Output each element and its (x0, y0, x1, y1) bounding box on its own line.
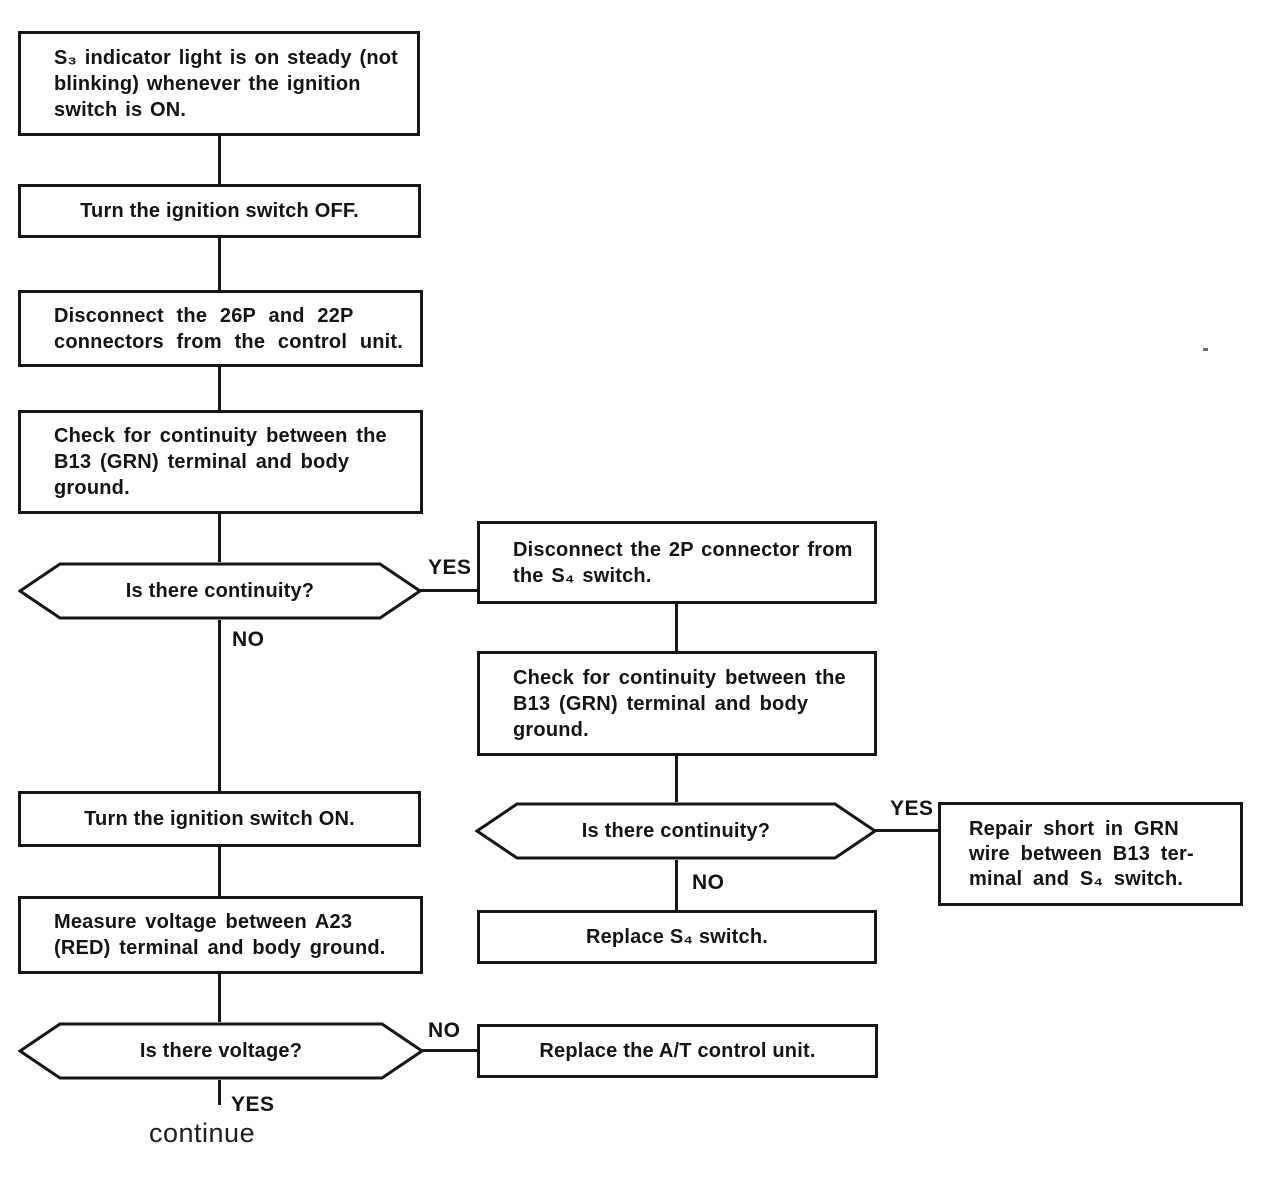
branch-label-yes-3: YES (231, 1093, 275, 1116)
connector-start-to-ignition-off (218, 136, 221, 184)
connector-decision1-no-to-ignition-on (218, 620, 221, 791)
connector-decision3-yes-to-continue (218, 1080, 221, 1105)
decision-is-there-voltage: Is there voltage? (18, 1022, 424, 1080)
decision-label: Is there continuity? (125, 579, 315, 602)
branch-label-no-3: NO (428, 1019, 461, 1042)
connector-decision2-yes-to-repair (875, 829, 938, 832)
connector-ignition-on-to-measure (218, 847, 221, 896)
connector-disconnect-to-check1 (218, 367, 221, 410)
branch-label-yes-1: YES (428, 556, 472, 579)
process-box-measure-voltage: Measure voltage between A23 (RED) termin… (18, 896, 423, 974)
branch-label-no-2: NO (692, 871, 725, 894)
branch-label-no-1: NO (232, 628, 265, 651)
connector-decision2-no-to-replace-s4 (675, 860, 678, 910)
connector-ignition-off-to-disconnect (218, 238, 221, 290)
process-box-turn-ignition-off: Turn the ignition switch OFF. (18, 184, 421, 238)
action-box-replace-at-control-unit: Replace the A/T control unit. (477, 1024, 878, 1078)
continue-text: continue (149, 1118, 256, 1148)
decision-label: Is there voltage? (139, 1039, 303, 1062)
decision-label: Is there continuity? (581, 819, 771, 842)
connector-decision1-yes-to-disconnect2p (420, 589, 477, 592)
action-box-repair-short: Repair short in GRN wire between B13 ter… (938, 802, 1243, 906)
process-box-check-continuity-2: Check for continuity between the B13 (GR… (477, 651, 877, 756)
process-box-turn-ignition-on: Turn the ignition switch ON. (18, 791, 421, 847)
connector-check2-to-decision2 (675, 756, 678, 802)
action-box-replace-s4-switch: Replace S₄ switch. (477, 910, 877, 964)
connector-measure-to-decision3 (218, 974, 221, 1022)
process-box-disconnect-26p-22p: Disconnect the 26P and 22P connectors fr… (18, 290, 423, 367)
connector-disconnect2p-to-check2 (675, 604, 678, 651)
decision-is-there-continuity-1: Is there continuity? (18, 562, 422, 620)
branch-label-yes-2: YES (890, 797, 934, 820)
connector-decision3-no-to-replace-unit (422, 1049, 477, 1052)
process-box-start: S₃ indicator light is on steady (not bli… (18, 31, 420, 136)
scan-artifact-dot (1203, 348, 1208, 351)
decision-is-there-continuity-2: Is there continuity? (475, 802, 877, 860)
process-box-disconnect-2p: Disconnect the 2P connector from the S₄ … (477, 521, 877, 604)
connector-check1-to-decision1 (218, 514, 221, 562)
process-box-check-continuity-1: Check for continuity between the B13 (GR… (18, 410, 423, 514)
